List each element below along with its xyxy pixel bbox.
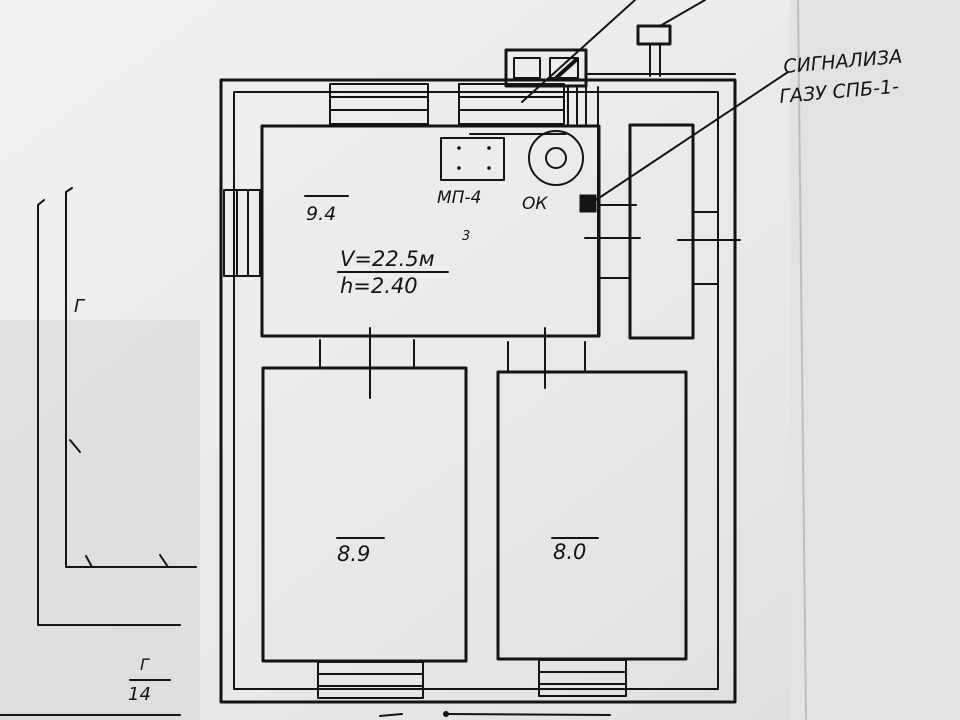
page-fold (797, 0, 807, 720)
kitchen-volume-label: V=22.5м (340, 247, 435, 271)
bottom-line (445, 713, 611, 716)
leader-chimney (521, 0, 636, 103)
dim-tick (159, 554, 169, 568)
burner (487, 146, 491, 150)
section-line-outer (37, 199, 181, 626)
boiler-label: ОК (522, 194, 548, 214)
chimney-hatch (554, 58, 578, 80)
right-page-shadow (790, 0, 960, 720)
boiler (528, 130, 584, 186)
window-top-left (329, 83, 429, 125)
gas-pipe-diag (659, 0, 706, 27)
left-shadow (0, 320, 200, 720)
inner-outline (233, 91, 719, 690)
boiler-inner (545, 147, 567, 169)
room-right-area-label: 8.0 (553, 540, 586, 564)
window-bottom-left (317, 661, 424, 699)
burner (457, 166, 461, 170)
burner (487, 166, 491, 170)
dim-tick (69, 439, 81, 453)
gas-alarm-sensor (579, 194, 597, 213)
window-bottom-right (538, 659, 627, 697)
stove-label: МП-4 (437, 188, 481, 208)
bottom-left-number: 14 (128, 684, 151, 705)
left-mark: Г (74, 296, 86, 317)
outer-wall (219, 78, 737, 704)
section-line-inner (65, 187, 197, 568)
bottom-mark: Г (140, 655, 150, 674)
gas-riser-cap (636, 24, 672, 46)
stove (440, 137, 505, 181)
room-left-area-label: 8.9 (337, 542, 370, 566)
chimney-cell-2 (549, 57, 579, 79)
dim-tick (85, 555, 93, 568)
bathroom-room (628, 123, 695, 340)
window-left (223, 189, 261, 277)
bottom-stub (379, 713, 403, 717)
kitchen-volume-exp: 3 (462, 229, 470, 244)
chimney-box (504, 48, 588, 88)
kitchen-height-label: h=2.40 (340, 274, 418, 298)
window-top-right (458, 83, 565, 125)
leader-alarm (589, 71, 789, 205)
burner (457, 146, 461, 150)
chimney-cell-1 (513, 57, 541, 79)
kitchen-area-label: 9.4 (306, 203, 336, 225)
